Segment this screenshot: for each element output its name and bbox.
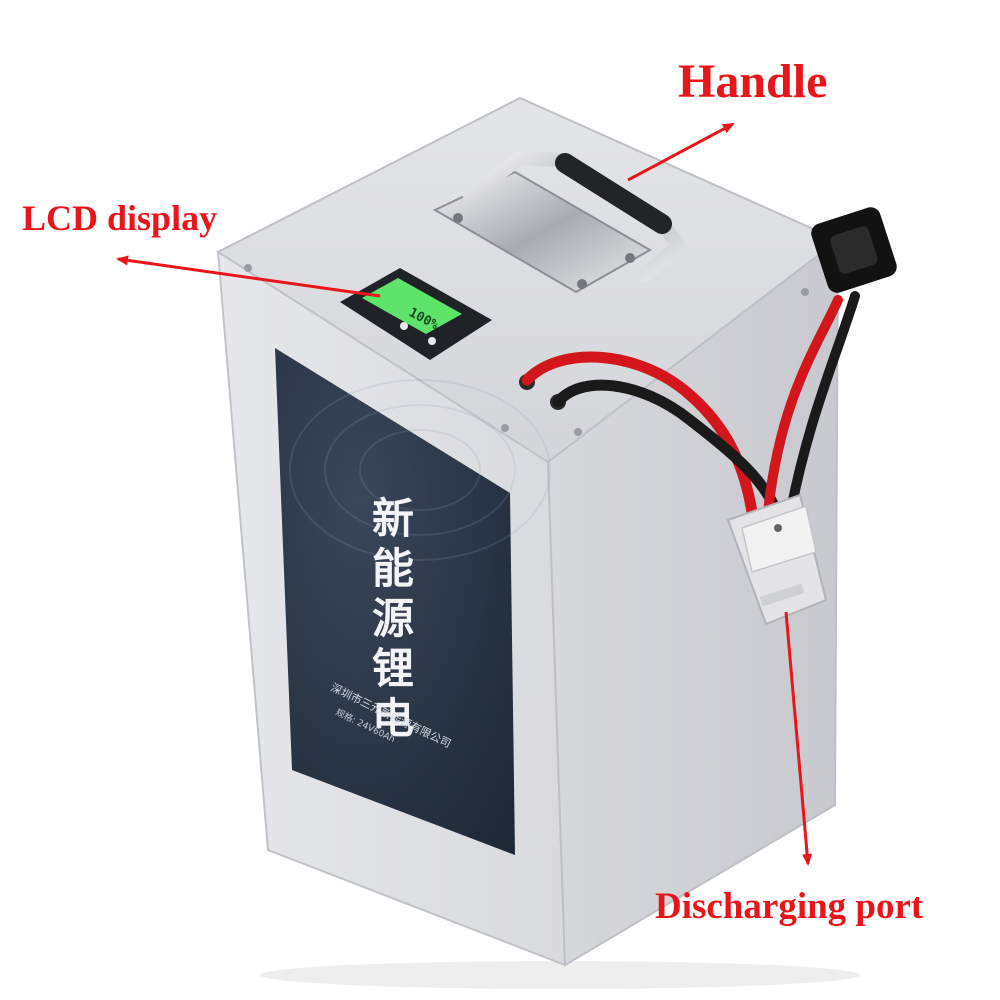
front-label-panel: 新 能 源 锂 电 深圳市三元新能源有限公司 规格: 24V60Ah	[275, 348, 551, 855]
brand-char: 能	[372, 544, 414, 593]
screw	[574, 428, 582, 436]
screw	[801, 288, 809, 296]
lcd-button	[428, 337, 436, 345]
screw	[244, 264, 252, 272]
lcd-module: 100%	[340, 268, 492, 360]
casing-right-face	[546, 237, 840, 967]
discharging-port-callout: Discharging port	[655, 886, 924, 927]
charging-socket	[811, 207, 897, 293]
discharging-connector	[726, 493, 828, 626]
wire-black-main	[552, 379, 784, 521]
floor-shadow	[260, 961, 860, 989]
handle-callout: Handle	[678, 55, 828, 108]
wire-red-socket	[763, 295, 843, 517]
handle-arrow	[627, 122, 735, 182]
brand-char: 锂	[372, 644, 414, 693]
brand-char: 电	[372, 694, 414, 743]
brand-char: 新	[372, 494, 414, 543]
screw	[501, 424, 509, 432]
handle-grip	[555, 153, 672, 234]
wiring	[521, 291, 860, 521]
lcd-arrow	[116, 255, 381, 298]
port-arrow	[784, 611, 813, 866]
wire-black-socket	[785, 291, 860, 520]
handle	[432, 151, 685, 294]
lcd-display-callout: LCD display	[22, 198, 218, 238]
panel-background	[275, 348, 515, 855]
brand-char: 源	[372, 594, 414, 643]
lcd-button	[400, 322, 408, 330]
lcd-screen	[362, 278, 462, 334]
